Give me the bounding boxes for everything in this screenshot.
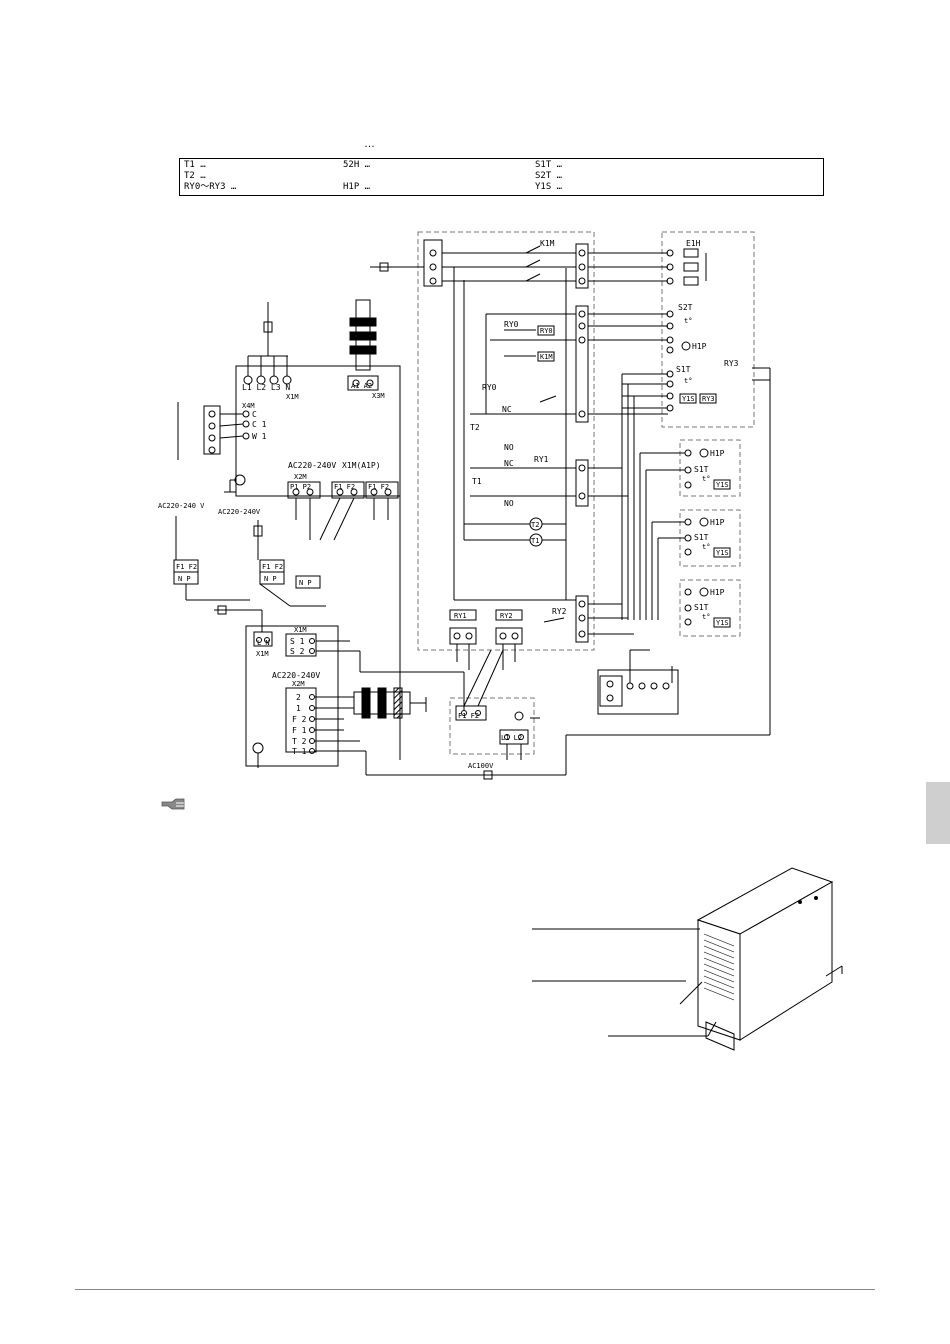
side-tab <box>926 782 950 844</box>
label-ry0-a: RY0 <box>504 320 519 329</box>
label-ry3: RY3 <box>724 359 739 368</box>
note-hand-icon <box>161 798 185 810</box>
label-k1m-coil: K1M <box>540 353 553 361</box>
label-s1t-main: S1T <box>676 365 691 374</box>
label-ry2-contact: RY2 <box>552 607 567 616</box>
label-l1l2-adapter: L1 L2 <box>501 734 522 742</box>
label-f1f2-a: F1 F2 <box>334 483 355 491</box>
label-temp-u1: t° <box>702 475 710 483</box>
label-np-u3: N P <box>299 579 312 587</box>
label-t1-sensor: T1 <box>531 537 539 545</box>
label-no-2: NO <box>504 499 514 508</box>
label-w1: W 1 <box>252 432 267 441</box>
label-s1t-u3: S1T <box>694 603 709 612</box>
label-s2: S 2 <box>290 647 305 656</box>
unit-1-outline <box>679 439 741 497</box>
legend-t1: T1 … <box>184 160 206 170</box>
legend-s1t: S1T … <box>535 160 563 170</box>
label-np-u2: N P <box>264 575 277 583</box>
label-ac220-mid: AC220-240V <box>218 508 261 516</box>
label-f1f2-u1: F1 F2 <box>176 563 197 571</box>
label-l1l2l3n: L1 L2 L3 N <box>242 383 290 392</box>
label-c: C <box>252 410 257 419</box>
label-y1s-u1: Y1S <box>716 481 729 489</box>
label-s1t-u2: S1T <box>694 533 709 542</box>
label-x3m: X3M <box>372 392 385 400</box>
label-ry2-box: RY2 <box>500 612 513 620</box>
label-x4m: X4M <box>242 402 255 410</box>
footer-rule <box>75 1289 875 1290</box>
label-no-1: NO <box>504 443 514 452</box>
label-f1f2-b: F1 F2 <box>368 483 389 491</box>
label-x1m-bottom: X1M <box>256 650 269 658</box>
header-ellipsis: … <box>364 138 375 150</box>
label-s1t-temp: t° <box>684 377 692 385</box>
label-s2t-temp: t° <box>684 317 692 325</box>
label-nc-2: NC <box>504 459 514 468</box>
label-x2m-2: 2 <box>296 693 301 702</box>
label-h1p-u3: H1P <box>710 588 725 597</box>
legend-table: T1 … T2 … RY0～RY3 … 52H … H1P … S1T … S2… <box>179 158 824 196</box>
label-t2-switch: T2 <box>470 423 480 432</box>
heater-unit-outline <box>661 231 755 428</box>
legend-s2t: S2T … <box>535 171 563 181</box>
label-np-u1: N P <box>178 575 191 583</box>
label-x1m-top: X1M <box>286 393 299 401</box>
label-ry3-coil: RY3 <box>702 395 715 403</box>
label-ry0-coil: RY0 <box>540 327 553 335</box>
label-ac220-left: AC220-240 V <box>158 502 205 510</box>
label-x2m-top: X2M <box>294 473 307 481</box>
label-p1p2: P1 P2 <box>290 483 311 491</box>
legend-52h: 52H … <box>343 160 371 170</box>
label-h1p-u1: H1P <box>710 449 725 458</box>
label-ac100: AC100V <box>468 762 494 770</box>
label-h1p-main: H1P <box>692 342 707 351</box>
label-s1t-u1: S1T <box>694 465 709 474</box>
adapter-outline <box>449 697 535 755</box>
label-ac220-remote: AC220-240V <box>272 671 320 680</box>
label-x2m-t2: T 2 <box>292 737 307 746</box>
label-e1h: E1H <box>686 239 701 248</box>
label-y1s-u3: Y1S <box>716 619 729 627</box>
label-y1s-u2: Y1S <box>716 549 729 557</box>
label-x2m-t1: T 1 <box>292 747 307 756</box>
label-temp-u3: t° <box>702 613 710 621</box>
label-f1f2-u2: F1 F2 <box>262 563 283 571</box>
label-t2-sensor: T2 <box>531 521 539 529</box>
legend-t2: T2 … <box>184 171 206 181</box>
label-a1a2: A1 A2 <box>351 382 372 390</box>
label-ac220-main: AC220-240V <box>288 461 336 470</box>
label-x1m-a1p: X1M(A1P) <box>342 461 381 470</box>
label-x2m-1: 1 <box>296 704 301 713</box>
label-s2t: S2T <box>678 303 693 312</box>
unit-3-outline <box>679 579 741 637</box>
label-nc-1: NC <box>502 405 512 414</box>
label-h1p-u2: H1P <box>710 518 725 527</box>
label-temp-u2: t° <box>702 543 710 551</box>
legend-ry: RY0～RY3 … <box>184 182 237 192</box>
label-ln: L N <box>257 639 270 647</box>
legend-y1s: Y1S … <box>535 182 563 192</box>
label-x2m-f1: F 1 <box>292 726 307 735</box>
label-x1m-remote: X1M <box>294 626 307 634</box>
label-ry0-b: RY0 <box>482 383 497 392</box>
control-box-outline <box>417 231 595 651</box>
label-ry1-box: RY1 <box>454 612 467 620</box>
label-x2m-f2: F 2 <box>292 715 307 724</box>
device-illustration <box>532 867 843 1051</box>
label-t1-switch: T1 <box>472 477 482 486</box>
label-c1: C 1 <box>252 420 267 429</box>
label-s1: S 1 <box>290 637 305 646</box>
label-k1m: K1M <box>540 239 555 248</box>
label-f1f2-adapter: F1 F2 <box>458 712 479 720</box>
label-ry1-contact: RY1 <box>534 455 549 464</box>
label-y1s-main: Y1S <box>682 395 695 403</box>
legend-h1p: H1P … <box>343 182 371 192</box>
label-x2m-remote: X2M <box>292 680 305 688</box>
